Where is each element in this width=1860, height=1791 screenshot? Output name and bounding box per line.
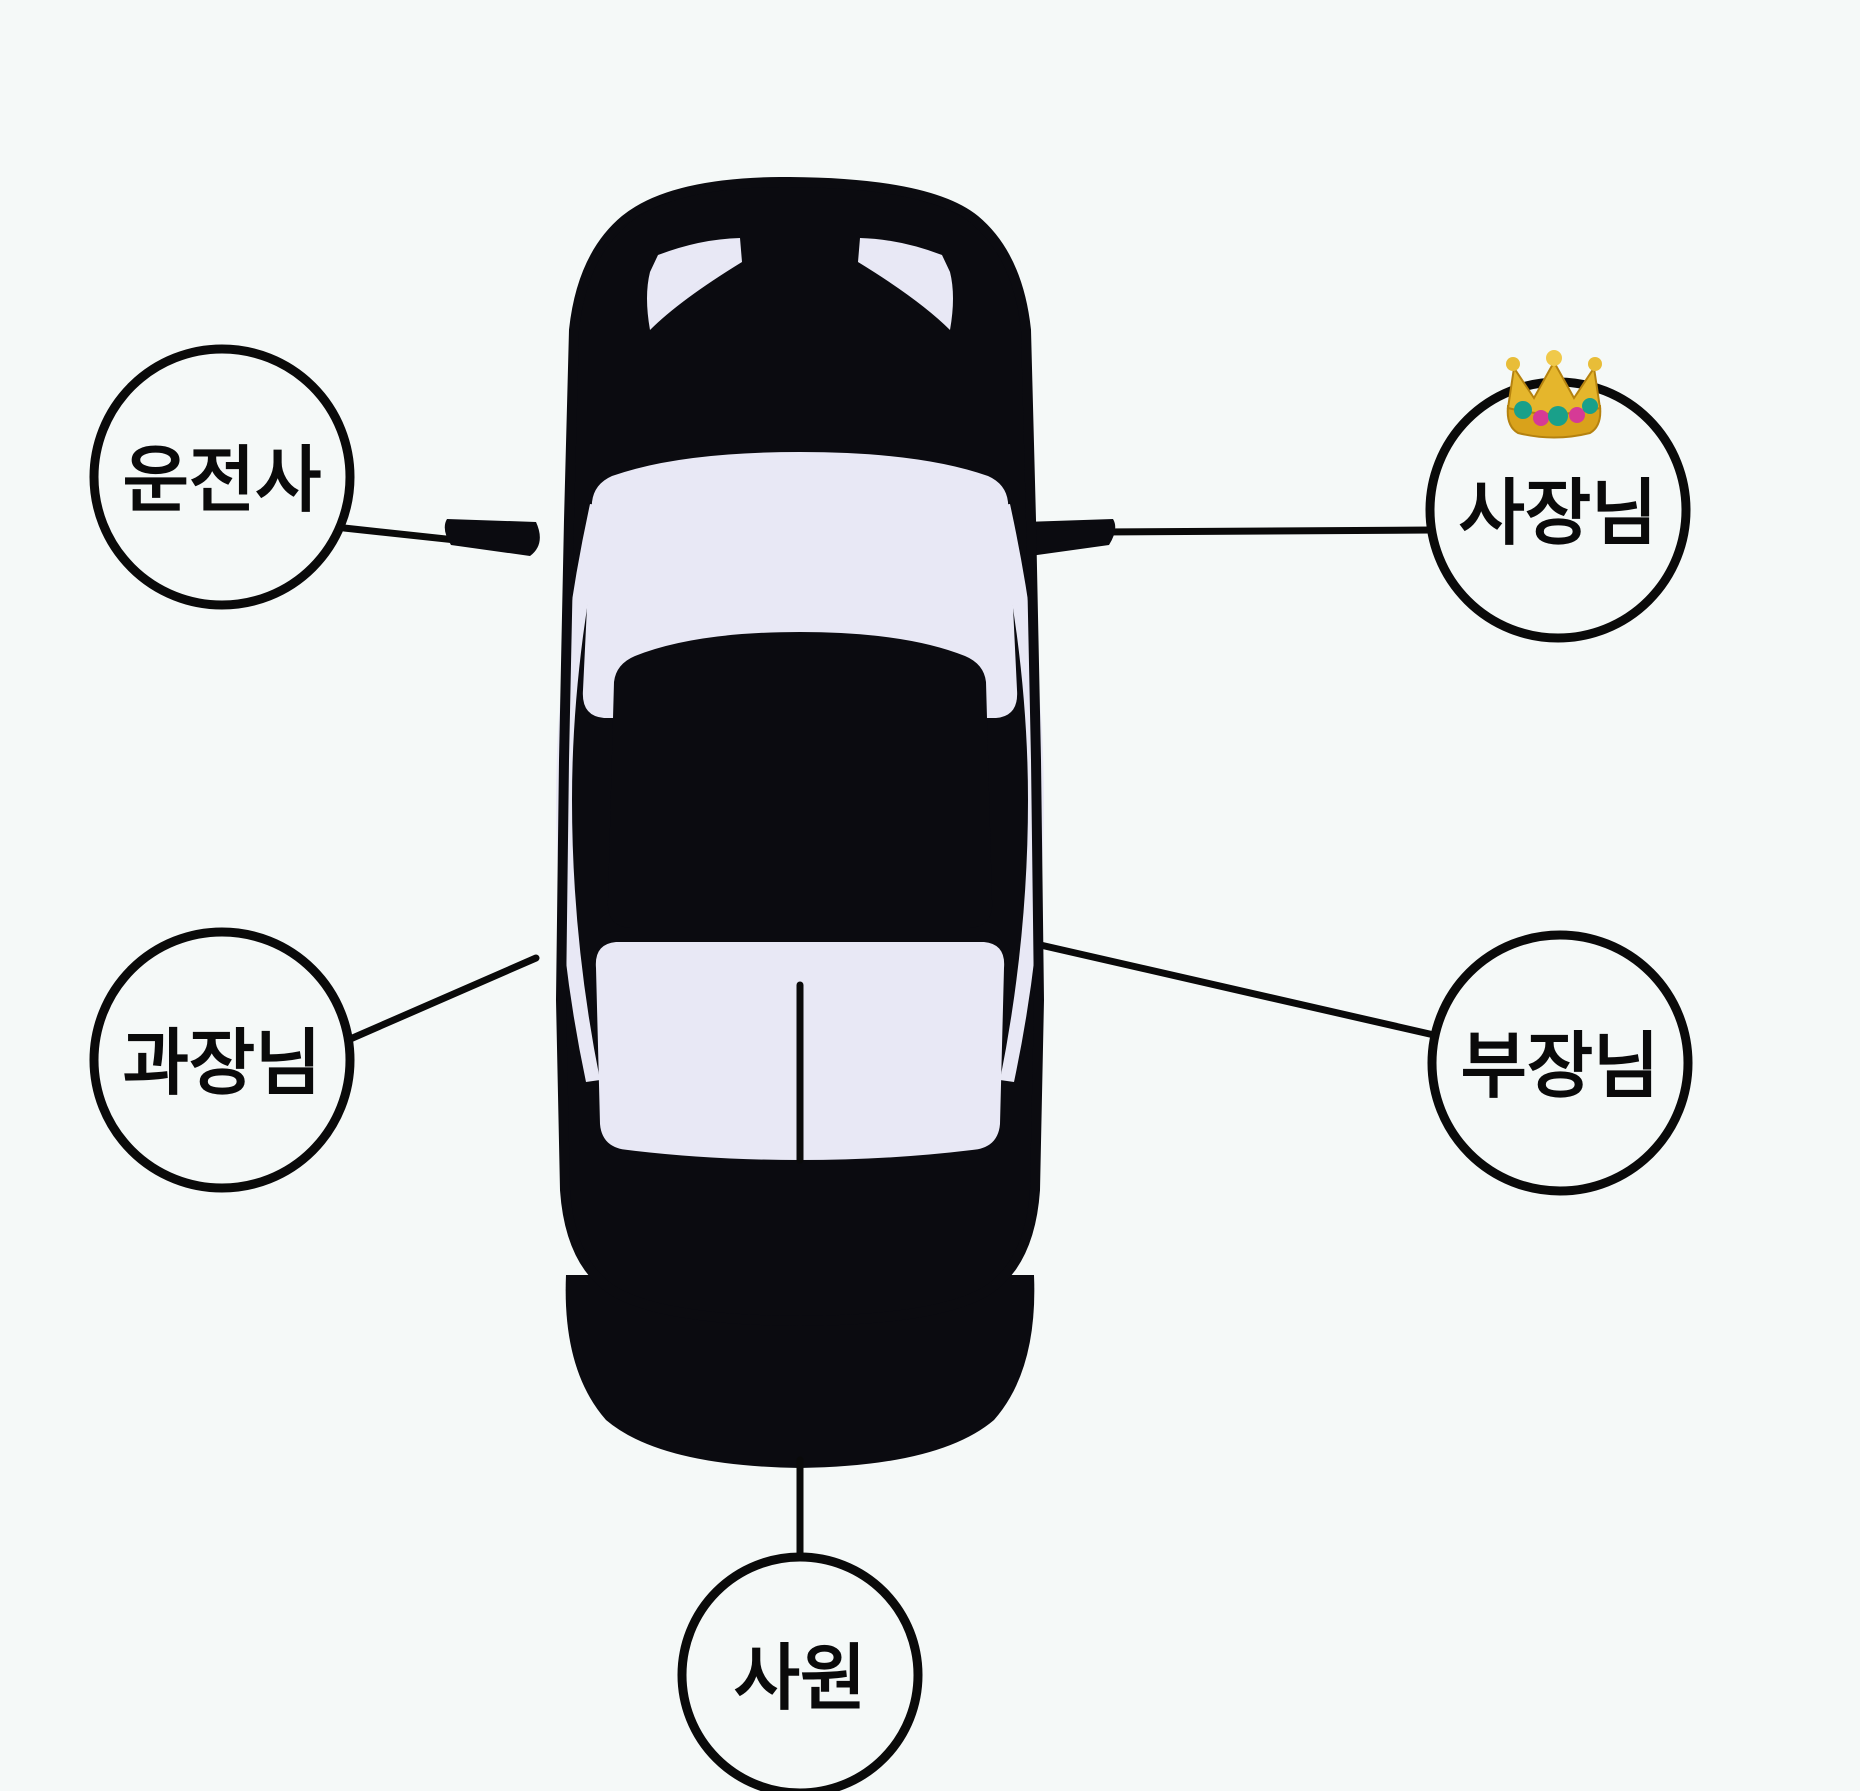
- car-body-outline: [556, 177, 1044, 1326]
- label-circle-staff[interactable]: [677, 1552, 923, 1791]
- label-text-staff: 사원: [734, 1639, 866, 1719]
- leader-line-manager: [344, 954, 540, 1044]
- car-top-view: [444, 177, 1116, 1468]
- label-text-director: 부장님: [1461, 1027, 1660, 1107]
- label-circle-manager[interactable]: [89, 927, 355, 1193]
- label-circle-director[interactable]: [1427, 930, 1693, 1196]
- label-bubble-manager[interactable]: 과장님: [89, 927, 355, 1193]
- label-text-driver: 운전사: [123, 441, 322, 521]
- side-mirror-right: [1020, 519, 1116, 556]
- label-circle-driver[interactable]: [89, 344, 355, 610]
- leader-line-boss: [1096, 526, 1436, 536]
- crown-gem-magenta-right: [1569, 407, 1585, 423]
- crown-icon: [1506, 350, 1602, 439]
- rear-bumper: [565, 1275, 1035, 1468]
- side-mirror-left: [444, 519, 540, 556]
- crown-ball-left: [1506, 357, 1520, 371]
- headlight-left: [647, 238, 742, 330]
- label-text-manager: 과장님: [123, 1024, 322, 1104]
- crown-gem-teal-right: [1582, 398, 1598, 414]
- roof-panel: [607, 632, 993, 928]
- label-bubble-driver[interactable]: 운전사: [89, 344, 355, 610]
- crown-ball-center: [1546, 350, 1562, 366]
- crown-gem-teal-center: [1548, 406, 1568, 426]
- label-bubble-staff[interactable]: 사원: [677, 1552, 923, 1791]
- label-bubble-boss[interactable]: 사장님: [1425, 377, 1691, 643]
- leader-line-director: [1032, 940, 1438, 1039]
- headlight-right: [858, 238, 953, 330]
- crown-ball-right: [1588, 357, 1602, 371]
- label-bubble-director[interactable]: 부장님: [1427, 930, 1693, 1196]
- label-text-boss: 사장님: [1459, 474, 1658, 554]
- crown-gem-magenta-left: [1533, 410, 1549, 426]
- crown-gem-teal-left: [1514, 401, 1532, 419]
